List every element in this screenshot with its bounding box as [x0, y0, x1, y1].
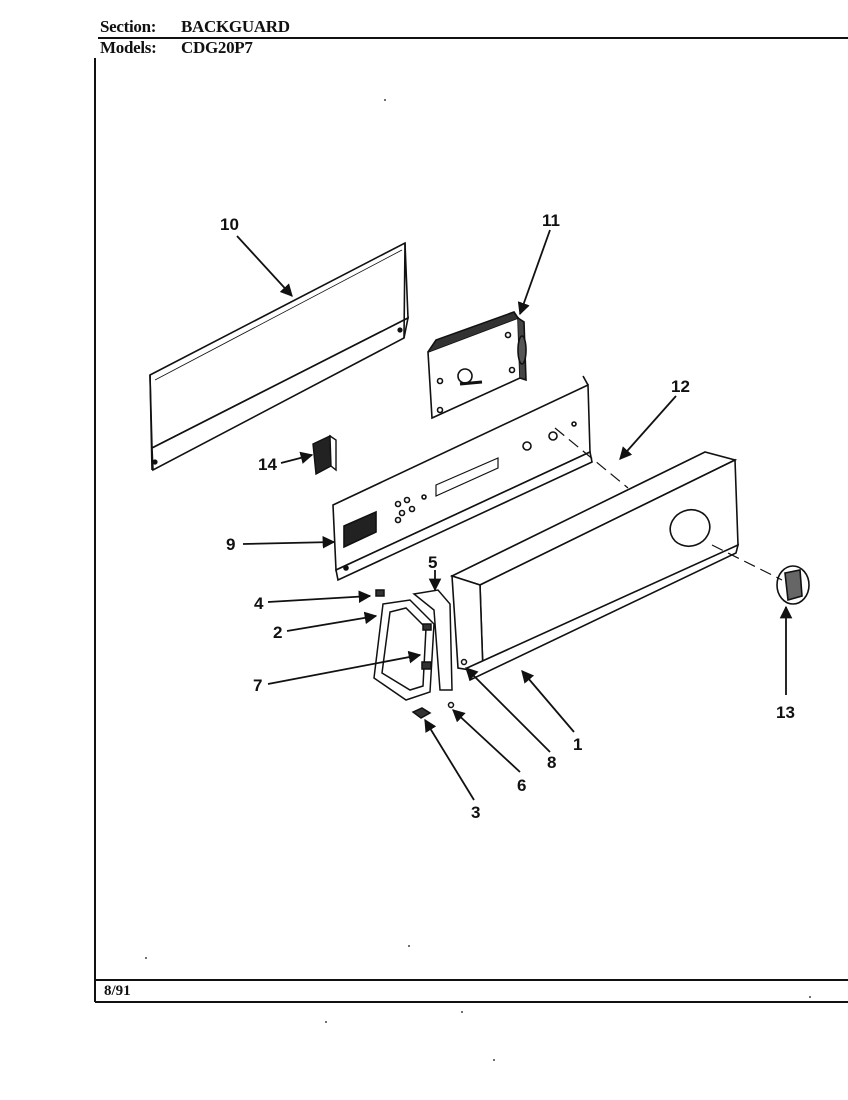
callout-12: 12 — [671, 377, 690, 396]
callout-14: 14 — [258, 455, 277, 474]
callout-7: 7 — [253, 676, 262, 695]
callout-5: 5 — [428, 553, 437, 572]
part-13-knob — [776, 565, 810, 605]
models-value: CDG20P7 — [181, 38, 253, 57]
callout-1: 1 — [573, 735, 582, 754]
callout-3: 3 — [471, 803, 480, 822]
callout-6: 6 — [517, 776, 526, 795]
callout-9: 9 — [226, 535, 235, 554]
page-frame — [94, 37, 848, 1003]
callout-10: 10 — [220, 215, 239, 234]
callout-2: 2 — [273, 623, 282, 642]
footer-date: 8/91 — [104, 983, 131, 999]
part-11-timer — [427, 311, 527, 420]
part-9-control-panel — [332, 375, 593, 582]
callout-11: 11 — [542, 211, 560, 230]
callout-8: 8 — [547, 753, 556, 772]
callout-13: 13 — [776, 703, 795, 722]
alignment-lines — [554, 427, 783, 581]
part-14-terminal-block — [312, 434, 337, 476]
parts-switch-assembly — [373, 589, 468, 719]
callouts: 1 2 3 4 5 6 7 8 9 10 11 12 13 14 — [220, 211, 795, 822]
section-value: BACKGUARD — [181, 17, 290, 36]
leader-lines — [236, 229, 793, 801]
part-10-top-panel — [149, 241, 410, 472]
section-label: Section: — [100, 17, 157, 36]
scan-specks — [145, 99, 811, 1061]
part-1-backguard-housing — [449, 451, 740, 682]
models-label: Models: — [100, 38, 157, 57]
callout-4: 4 — [254, 594, 264, 613]
